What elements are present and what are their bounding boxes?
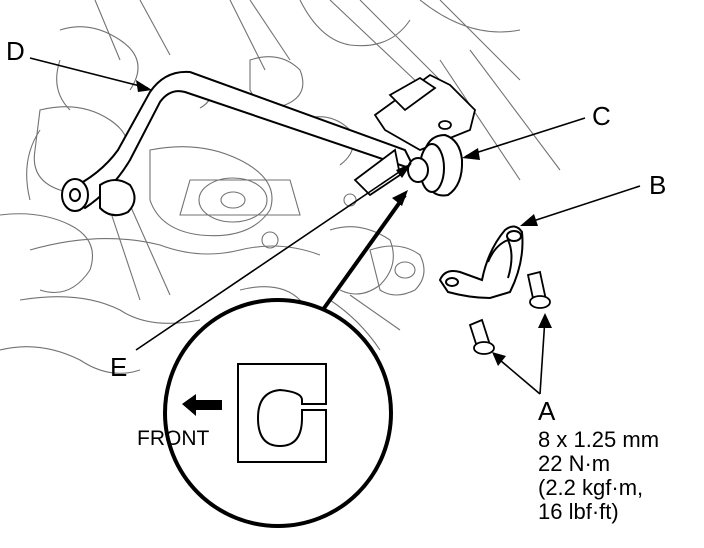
arrowheads	[136, 80, 552, 366]
stabilizer-bar	[61, 70, 417, 217]
frame-bracket	[353, 73, 476, 197]
bolt-spec: 8 x 1.25 mm 22 N·m (2.2 kgf·m, 16 lbf·ft…	[538, 428, 659, 524]
background-components	[0, 0, 561, 374]
label-e: E	[110, 352, 128, 382]
inset-bushing-profile	[237, 363, 327, 463]
label-d: D	[6, 36, 25, 66]
inset-detail	[163, 298, 393, 528]
front-label: FRONT	[137, 427, 210, 450]
label-b: B	[649, 170, 667, 200]
torque-kgf: (2.2 kgf·m,	[538, 475, 644, 500]
bushing	[407, 133, 464, 197]
front-arrow-icon	[182, 394, 222, 416]
bushing-holder	[438, 225, 524, 300]
torque-lbf: 16 lbf·ft)	[538, 499, 619, 524]
bolt-size: 8 x 1.25 mm	[538, 427, 660, 452]
label-c: C	[592, 101, 611, 131]
flange-bolts	[468, 270, 551, 355]
leader-lines	[29, 57, 641, 395]
torque-nm: 22 N·m	[538, 451, 611, 476]
label-a: A	[538, 396, 556, 426]
